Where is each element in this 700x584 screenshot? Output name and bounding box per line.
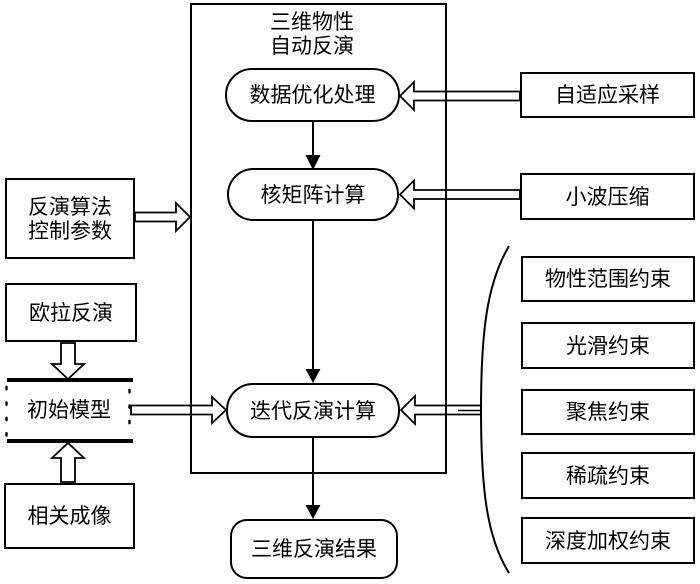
constraint-box-smoothness: 光滑约束 <box>521 322 695 369</box>
wavelet-compression-label: 小波压缩 <box>565 184 650 209</box>
control-params-line2: 控制参数 <box>28 218 112 243</box>
brace-constraints <box>479 245 510 574</box>
frame-title-line2: 自动反演 <box>270 34 354 58</box>
arrow-kernel-to-iterative <box>305 221 321 383</box>
arrow-iterative-to-result <box>305 437 321 519</box>
control-params-box: 反演算法 控制参数 <box>5 178 135 259</box>
initial-model-label: 初始模型 <box>27 398 111 422</box>
adaptive-sampling-box: 自适应采样 <box>520 72 695 118</box>
correlation-imaging-box: 相关成像 <box>4 483 135 549</box>
control-params-line1: 反演算法 <box>28 194 112 219</box>
arrow-imaging-to-model <box>49 441 87 483</box>
step-iterative-inversion: 迭代反演计算 <box>226 383 400 438</box>
result-box: 三维反演结果 <box>230 519 398 579</box>
correlation-imaging-label: 相关成像 <box>27 504 112 528</box>
adaptive-sampling-label: 自适应采样 <box>555 83 660 107</box>
constraint-label: 聚焦约束 <box>566 400 650 424</box>
constraint-box-depth-weighting: 深度加权约束 <box>521 517 695 564</box>
arrow-dataopt-to-kernel <box>305 122 321 170</box>
arrow-wavelet-to-kernel <box>398 178 521 211</box>
euler-inversion-box: 欧拉反演 <box>5 283 137 342</box>
frame-title: 三维物性 自动反演 <box>232 9 392 59</box>
constraint-box-sparsity: 稀疏约束 <box>521 452 695 499</box>
constraint-label: 稀疏约束 <box>566 463 650 488</box>
main-process-frame <box>190 3 447 474</box>
constraint-label: 物性范围约束 <box>545 267 671 291</box>
constraint-box-focusing: 聚焦约束 <box>521 389 695 435</box>
arrow-model-to-iterative <box>130 394 228 426</box>
arrow-euler-to-model <box>49 342 87 381</box>
arrow-adaptive-to-dataopt <box>398 79 521 113</box>
constraint-box-property-range: 物性范围约束 <box>521 256 695 302</box>
euler-inversion-label: 欧拉反演 <box>29 300 113 325</box>
step-data-optimization: 数据优化处理 <box>225 68 400 122</box>
wavelet-compression-box: 小波压缩 <box>520 173 695 220</box>
constraint-label: 深度加权约束 <box>545 528 671 553</box>
step-kernel-matrix: 核矩阵计算 <box>227 168 399 221</box>
step-kernel-matrix-label: 核矩阵计算 <box>260 182 366 207</box>
frame-title-line1: 三维物性 <box>270 10 354 34</box>
step-iterative-inversion-label: 迭代反演计算 <box>250 398 376 423</box>
constraint-label: 光滑约束 <box>566 333 650 358</box>
result-label: 三维反演结果 <box>251 537 377 561</box>
arrow-params-to-frame <box>134 200 192 234</box>
arrow-constraints-to-iterative <box>399 393 482 427</box>
step-data-optimization-label: 数据优化处理 <box>249 83 376 107</box>
